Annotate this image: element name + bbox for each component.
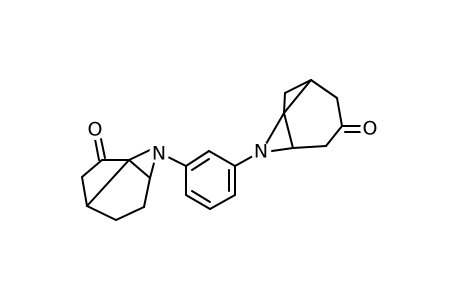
left-bridge-bond — [86, 159, 130, 207]
right-ring-bond — [283, 92, 286, 114]
right-oxygen-atom: O — [360, 118, 380, 140]
left-nitrogen-label: N — [152, 143, 166, 165]
right-ring-bond — [310, 79, 338, 99]
right-bridge-bond — [283, 79, 312, 114]
benzene-bond — [208, 150, 236, 167]
left-bicyclic-fragment — [81, 138, 155, 221]
left-aziridine-bond — [149, 162, 155, 179]
right-ring-bond — [336, 97, 343, 127]
left-nitrogen-atom: N — [149, 143, 169, 165]
left-carbonyl-bond-b — [100, 138, 106, 159]
left-ring-bond — [81, 176, 88, 207]
left-oxygen-label: O — [88, 119, 103, 141]
benzene-bond — [209, 194, 236, 210]
benzene-inner-double-bond — [191, 190, 211, 203]
right-oxygen-label: O — [363, 118, 378, 140]
left-ring-bond — [115, 206, 145, 221]
benzene-bond — [185, 194, 211, 210]
benzene-bond — [185, 150, 210, 167]
right-nitrogen-label: N — [254, 141, 268, 163]
benzene-inner-double-bond — [191, 158, 210, 171]
benzene-ring — [185, 150, 236, 210]
right-ring-bond — [292, 145, 327, 149]
right-aziridine-bond — [283, 112, 294, 149]
right-ring-bond — [284, 79, 312, 94]
left-ring-bond — [128, 159, 151, 179]
right-aziridine-bond — [271, 147, 294, 152]
left-ring-bond — [143, 177, 151, 208]
right-aziridine-bond — [265, 112, 285, 145]
right-nitrogen-atom: N — [251, 141, 271, 163]
left-aziridine-bond — [128, 149, 151, 161]
right-ring-bond — [325, 125, 343, 147]
right-n-aryl-bond — [234, 155, 254, 167]
left-ring-bond — [81, 159, 103, 178]
right-bicyclic-fragment — [265, 79, 362, 152]
left-n-aryl-bond — [167, 156, 187, 167]
left-ring-bond — [86, 205, 117, 221]
left-oxygen-atom: O — [85, 119, 105, 141]
left-carbonyl-bond-a — [94, 138, 100, 161]
